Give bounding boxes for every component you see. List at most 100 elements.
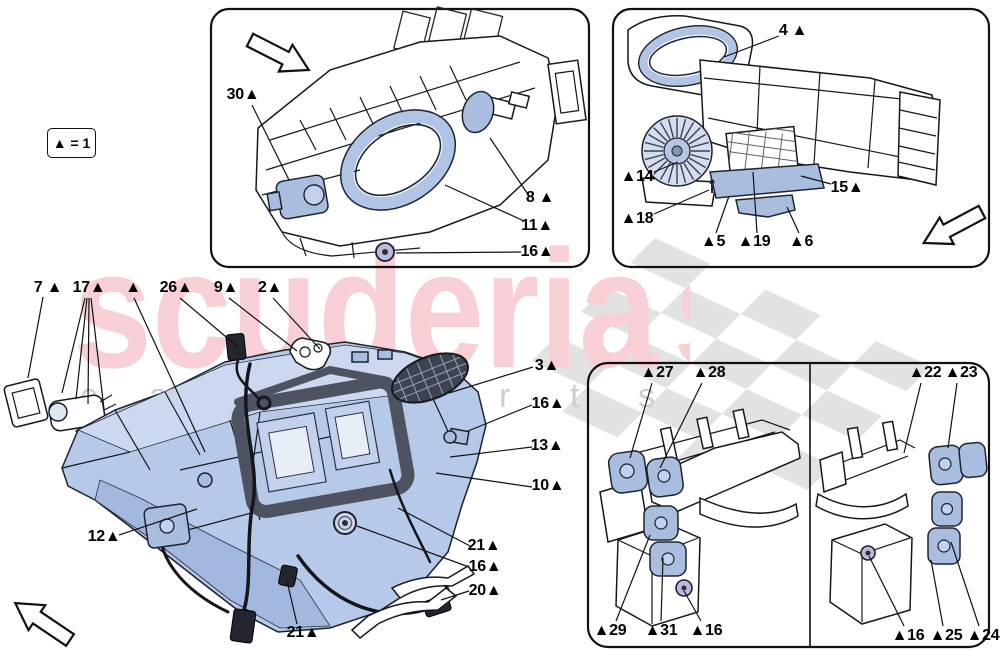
callout-main-diagram-2: 2▲ xyxy=(257,279,283,296)
leader-line xyxy=(179,297,239,348)
leader-line xyxy=(440,590,470,601)
leader-line xyxy=(251,104,290,181)
callout-main-diagram-20: 20▲ xyxy=(468,582,502,599)
legend-box: ▲ = 1 xyxy=(47,128,96,158)
callout-main-diagram-7: 7 ▲ xyxy=(33,279,63,296)
blower-fin xyxy=(683,122,695,140)
leader-line xyxy=(356,525,470,568)
actuator-30 xyxy=(266,174,329,220)
leader-line xyxy=(868,555,905,627)
checker-cell xyxy=(581,287,661,338)
callout-panel-top-left-8: 8 ▲ xyxy=(525,189,555,206)
leader-line xyxy=(75,297,88,400)
actuators-left-view xyxy=(607,450,687,577)
leader-line xyxy=(489,137,528,194)
leader-line xyxy=(683,590,702,622)
callout-panel-bottom-right-right-view-22: ▲22 xyxy=(908,364,942,381)
callout-panel-bottom-right-left-view-31: ▲31 xyxy=(644,622,678,639)
callout-main-diagram-10: 10▲ xyxy=(531,477,565,494)
callout-panel-top-right-5: ▲5 xyxy=(700,233,726,250)
blower-fin xyxy=(644,153,664,161)
heater-matrix-right-view xyxy=(815,420,988,625)
retaining-straps xyxy=(350,565,476,639)
leader-line xyxy=(133,297,206,453)
leader-line xyxy=(448,366,534,394)
leader-line xyxy=(653,161,679,173)
callout-panel-bottom-right-right-view-23: ▲23 xyxy=(944,364,978,381)
actuators-right-view xyxy=(927,441,988,565)
callout-panel-top-right-14: ▲14 xyxy=(620,168,654,185)
heater-matrix-left-view xyxy=(599,408,801,627)
checker-cell xyxy=(771,339,852,391)
checker-cell xyxy=(531,336,612,387)
leader-line xyxy=(467,404,533,432)
callout-main-diagram-17: 17▲ xyxy=(72,279,106,296)
leader-line xyxy=(444,184,525,222)
blower-fin xyxy=(667,118,675,138)
leader-line xyxy=(947,382,958,449)
callout-panel-bottom-right-right-view-16: ▲16 xyxy=(891,627,925,644)
checker-cell xyxy=(851,340,931,392)
blower-fin xyxy=(679,164,687,184)
intake-seal xyxy=(637,25,739,87)
leader-line xyxy=(786,206,800,234)
sensor-bracket-cluster xyxy=(3,378,120,461)
leader-line xyxy=(723,35,780,58)
blower-fin xyxy=(667,164,675,184)
blower-fin xyxy=(648,133,666,145)
filter-tray xyxy=(709,163,825,199)
callout-panel-bottom-right-left-view-29: ▲29 xyxy=(593,622,627,639)
callout-panel-top-left-30: 30▲ xyxy=(226,86,260,103)
svg-text:t: t xyxy=(570,377,580,415)
leader-line xyxy=(800,175,832,185)
actuator-12 xyxy=(143,503,191,549)
pollen-filter xyxy=(725,125,799,175)
panel-top-right-border xyxy=(611,7,991,269)
panel-top-left-border xyxy=(209,7,591,269)
evaporator-unit-drawing xyxy=(3,332,487,644)
blower-fin xyxy=(679,118,687,138)
evaporator-seal-frame xyxy=(231,375,415,519)
leader-line xyxy=(449,446,533,458)
checker-cell xyxy=(801,390,882,441)
callout-panel-top-right-6: ▲6 xyxy=(788,233,814,250)
blower-fin xyxy=(688,133,706,145)
blower-motor xyxy=(641,115,717,207)
leader-line xyxy=(715,195,730,234)
direction-arrow-top-left xyxy=(242,25,317,85)
blower-fin xyxy=(653,127,668,142)
leader-line xyxy=(629,382,653,459)
callout-main-diagram-21: 21▲ xyxy=(467,537,501,554)
leader-line xyxy=(228,297,298,352)
callout-panel-top-right-4: 4 ▲ xyxy=(778,22,808,39)
leader-line xyxy=(395,251,522,254)
callout-panel-bottom-right-right-view-25: ▲25 xyxy=(929,627,963,644)
gasket-ring xyxy=(339,109,457,211)
leader-line xyxy=(659,382,703,469)
direction-arrow-main xyxy=(5,589,80,650)
leader-line xyxy=(615,534,651,622)
blower-fin xyxy=(653,160,668,175)
blower-fin xyxy=(648,157,666,169)
heater-assembly-drawing xyxy=(255,6,587,262)
callout-main-diagram-16: 16▲ xyxy=(468,558,502,575)
callout-panel-bottom-right-left-view-16: ▲16 xyxy=(689,622,723,639)
callout-panel-bottom-right-left-view-27: ▲27 xyxy=(640,364,674,381)
leader-line xyxy=(286,580,298,625)
leader-line xyxy=(653,189,710,215)
callout-panel-bottom-right-left-view-28: ▲28 xyxy=(692,364,726,381)
elbow-fitting-8 xyxy=(461,90,531,134)
blower-fin xyxy=(688,157,706,169)
leader-line xyxy=(27,296,44,379)
filter-bracket xyxy=(735,194,796,218)
callout-panel-top-left-16: 16▲ xyxy=(520,243,554,260)
blower-fin xyxy=(690,141,710,149)
checker-cell xyxy=(660,288,741,339)
callout-main-diagram-16: 16▲ xyxy=(531,395,565,412)
top-seal-strip xyxy=(234,365,392,406)
checker-cell xyxy=(740,289,821,340)
fitting-21 xyxy=(443,427,470,446)
svg-text:r: r xyxy=(499,377,510,415)
